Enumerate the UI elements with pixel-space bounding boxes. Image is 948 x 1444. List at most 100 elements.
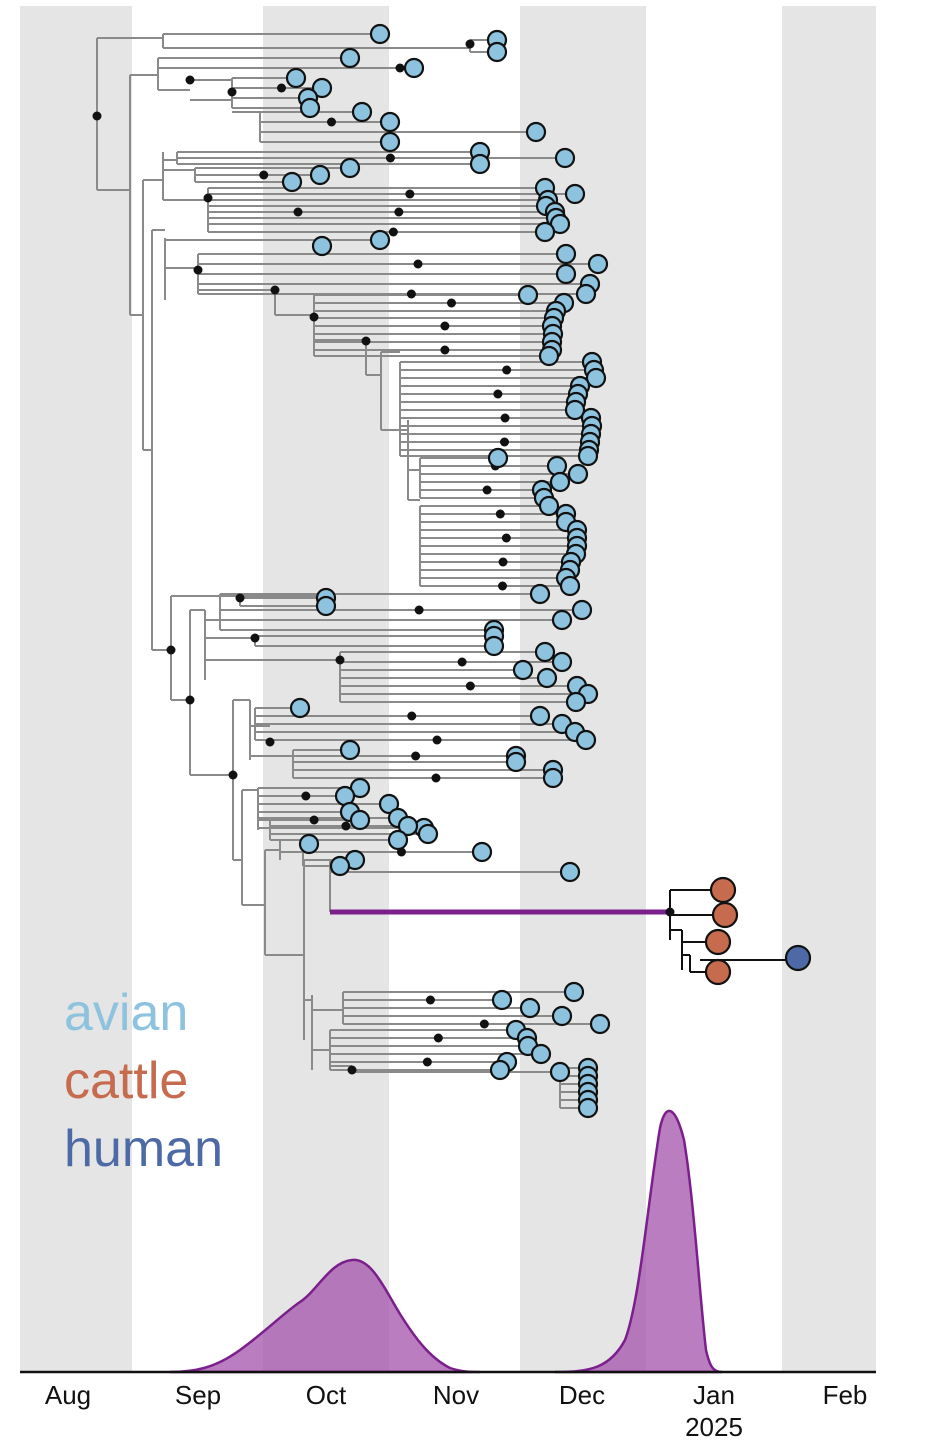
avian-tip (575, 729, 597, 751)
internal-node (440, 345, 450, 355)
internal-node (335, 655, 345, 665)
internal-node (193, 265, 203, 275)
density-dec (554, 1109, 723, 1374)
tick-label-dec: Dec (559, 1380, 605, 1410)
internal-node (425, 995, 435, 1005)
avian-tip (417, 823, 439, 845)
internal-node (228, 770, 238, 780)
avian-tip (575, 283, 597, 305)
avian-tip (387, 829, 409, 851)
tick-label-aug: Aug (45, 1380, 91, 1410)
cattle-tip (711, 901, 739, 929)
avian-tip (349, 809, 371, 831)
avian-tip (311, 235, 333, 257)
avian-tip (379, 111, 401, 133)
avian-tip (351, 101, 373, 123)
internal-node (265, 737, 275, 747)
avian-tip (329, 855, 351, 877)
internal-node (309, 312, 319, 322)
avian-tip (565, 691, 587, 713)
internal-node (185, 75, 195, 85)
avian-tip (589, 1013, 611, 1035)
internal-node (501, 533, 511, 543)
internal-node (498, 581, 507, 591)
tree-branches (96, 33, 798, 1109)
avian-tip (311, 77, 333, 99)
legend-cattle: cattle (64, 1052, 188, 1110)
tick-label-sep: Sep (175, 1380, 221, 1410)
internal-node (250, 633, 260, 643)
internal-node (166, 645, 176, 655)
internal-node (465, 39, 475, 49)
cattle-tip (704, 958, 732, 986)
tick-label-nov: Nov (433, 1380, 479, 1410)
month-band-feb (782, 6, 876, 1372)
internal-node (479, 1019, 489, 1029)
avian-tip (299, 97, 321, 119)
avian-tip (546, 455, 568, 477)
avian-tip (403, 57, 425, 79)
tick-label-jan: Jan (693, 1380, 735, 1410)
internal-node (482, 485, 492, 495)
internal-node (433, 1033, 443, 1043)
avian-tip (315, 595, 337, 617)
avian-tip (564, 183, 586, 205)
internal-node (227, 87, 237, 97)
internal-node (413, 259, 423, 269)
avian-tip (491, 989, 513, 1011)
avian-tip (564, 399, 586, 421)
avian-tip (542, 767, 564, 789)
avian-tip (285, 67, 307, 89)
avian-tip (567, 463, 589, 485)
avian-tip (505, 751, 527, 773)
avian-tip (571, 599, 593, 621)
avian-tip (529, 583, 551, 605)
human-tip (784, 944, 812, 972)
internal-node (270, 285, 280, 295)
avian-tip (555, 263, 577, 285)
month-band-aug (20, 6, 132, 1372)
avian-tip (559, 575, 581, 597)
internal-nodes (92, 39, 675, 1075)
internal-node (361, 336, 371, 346)
avian-tip (298, 833, 320, 855)
internal-node (440, 321, 450, 331)
internal-node (309, 815, 319, 825)
avian-tip (530, 1043, 552, 1065)
internal-node (411, 751, 421, 761)
density-oct (169, 1258, 481, 1374)
internal-node (493, 389, 503, 399)
legend-human: human (64, 1120, 223, 1178)
internal-node (185, 695, 195, 705)
internal-node (431, 773, 441, 783)
avian-tip (525, 121, 547, 143)
avian-tip (549, 471, 571, 493)
avian-tip (397, 815, 419, 837)
avian-tip (538, 345, 560, 367)
internal-node (293, 207, 303, 217)
internal-node (394, 207, 404, 217)
internal-node (347, 1065, 357, 1075)
internal-node (395, 63, 405, 73)
internal-node (414, 605, 424, 615)
avian-tip (309, 164, 331, 186)
internal-node (301, 791, 311, 801)
avian-tip (551, 651, 573, 673)
avian-tip (551, 1005, 573, 1027)
avian-tip (538, 495, 560, 517)
internal-node (465, 681, 475, 691)
internal-node (432, 735, 442, 745)
avian-tip (529, 705, 551, 727)
density-curves (169, 1109, 723, 1374)
avian-tip (577, 445, 599, 467)
avian-tip (369, 229, 391, 251)
internal-node (327, 117, 336, 127)
tick-label-oct: Oct (306, 1380, 347, 1410)
avian-tip (549, 1061, 571, 1083)
cattle-tip (704, 928, 732, 956)
avian-tip (487, 447, 509, 469)
tick-label-feb: Feb (823, 1380, 868, 1410)
avian-tip (369, 23, 391, 45)
avian-tip (339, 739, 361, 761)
internal-node (259, 170, 269, 180)
